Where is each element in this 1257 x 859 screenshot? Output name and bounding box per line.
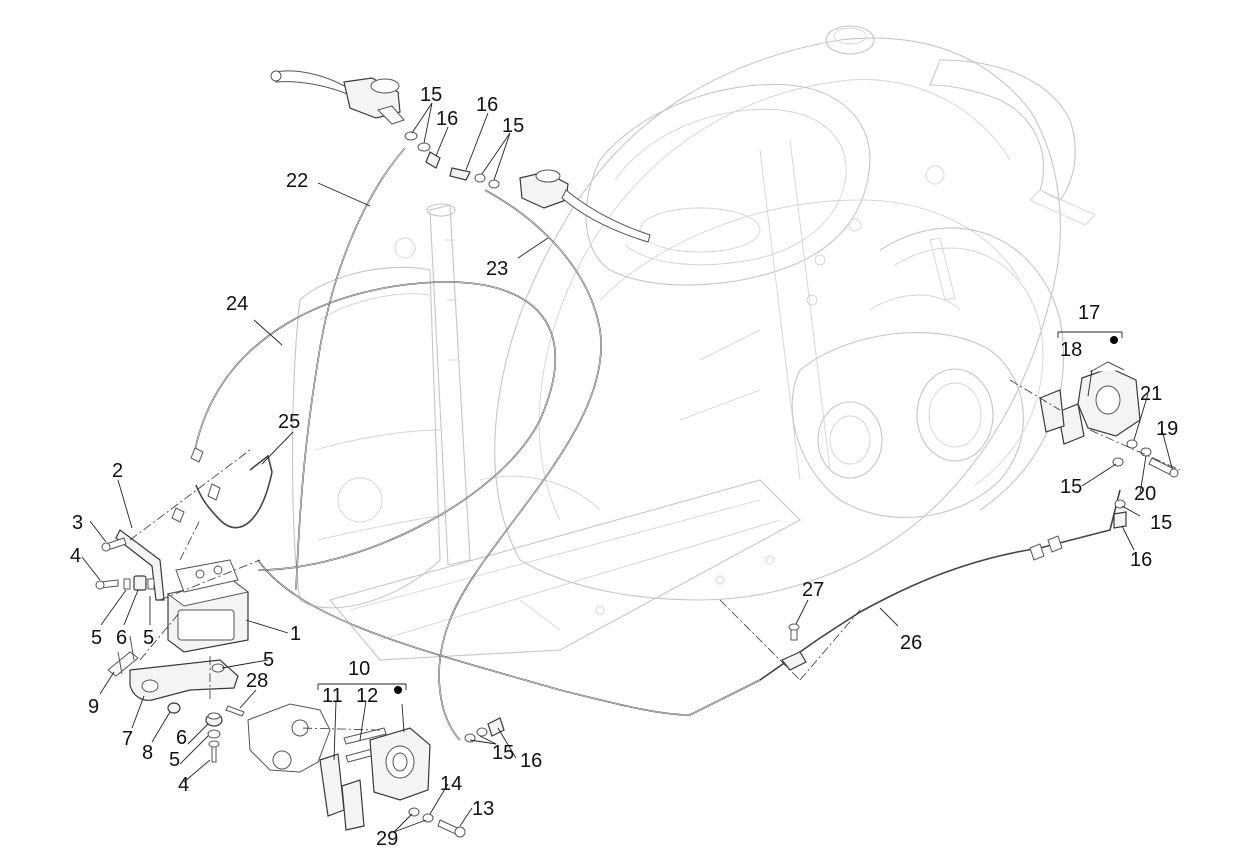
brake-pads-11 xyxy=(319,753,365,831)
callout-19: 19 xyxy=(1156,418,1178,440)
callout-5: 5 xyxy=(263,649,274,671)
callout-5: 5 xyxy=(91,627,102,649)
callout-4: 4 xyxy=(70,545,81,567)
hose-22 xyxy=(295,147,406,591)
group-bracket-10 xyxy=(317,683,407,694)
callout-15: 15 xyxy=(492,742,514,764)
bolt-4-top xyxy=(95,579,119,590)
callout-5: 5 xyxy=(143,627,154,649)
callout-25: 25 xyxy=(278,411,300,433)
mounting-bracket-2 xyxy=(115,529,165,601)
callout-1: 1 xyxy=(290,623,301,645)
callout-20: 20 xyxy=(1134,483,1156,505)
callout-29: 29 xyxy=(376,828,398,850)
callout-28: 28 xyxy=(246,670,268,692)
callout-16: 16 xyxy=(520,750,542,772)
callout-22: 22 xyxy=(286,170,308,192)
group-bracket-17 xyxy=(1057,331,1123,344)
spacer-5-6 xyxy=(123,575,155,591)
callout-17: 17 xyxy=(1078,302,1100,324)
callout-16: 16 xyxy=(1130,549,1152,571)
callout-5: 5 xyxy=(169,749,180,771)
washers-top-right xyxy=(449,167,500,189)
front-caliper-mount xyxy=(247,703,331,773)
rear-brake-lever-assembly xyxy=(519,169,651,243)
callout-15: 15 xyxy=(1150,512,1172,534)
callout-4: 4 xyxy=(178,774,189,796)
callout-12: 12 xyxy=(356,685,378,707)
callout-18: 18 xyxy=(1060,339,1082,361)
washers-29-14-bolt-13 xyxy=(408,807,466,838)
callout-13: 13 xyxy=(472,798,494,820)
callout-2: 2 xyxy=(112,460,123,482)
callout-16: 16 xyxy=(436,108,458,130)
callout-8: 8 xyxy=(142,742,153,764)
callout-23: 23 xyxy=(486,258,508,280)
callout-14: 14 xyxy=(440,773,462,795)
hose-25 xyxy=(195,454,273,529)
callout-15: 15 xyxy=(420,84,442,106)
abs-hydraulic-unit xyxy=(166,559,250,653)
hose-clamp-26 xyxy=(781,651,807,671)
hose-24 xyxy=(194,281,557,571)
washers-top-left xyxy=(404,131,441,169)
callout-11: 11 xyxy=(322,685,343,707)
callout-6: 6 xyxy=(176,727,187,749)
rear-brake-pads-18 xyxy=(1039,389,1085,445)
callout-24: 24 xyxy=(226,293,248,315)
scooter-frame-ghost xyxy=(291,25,1096,661)
callout-10: 10 xyxy=(348,658,370,680)
callout-15: 15 xyxy=(1060,476,1082,498)
rear-banjo-15-16 xyxy=(1112,457,1127,529)
callout-27: 27 xyxy=(802,579,824,601)
bolt-4-bottom xyxy=(208,740,220,763)
grommet-6 xyxy=(205,712,223,727)
bolt-28 xyxy=(225,705,245,717)
lower-bracket-7 xyxy=(129,659,239,701)
callout-9: 9 xyxy=(88,696,99,718)
callout-labels: 15 16 16 15 22 23 24 25 2 3 4 5 6 5 1 5 … xyxy=(70,84,1178,850)
callout-7: 7 xyxy=(122,728,133,750)
callout-6: 6 xyxy=(116,627,127,649)
front-caliper-body xyxy=(369,727,431,801)
front-brake-lever-assembly xyxy=(270,70,405,125)
washer-5-bottom xyxy=(207,729,221,739)
callout-15: 15 xyxy=(502,115,524,137)
nut-8 xyxy=(167,702,181,714)
reference-lines xyxy=(129,379,1181,731)
washers-21-20-bolt-19 xyxy=(1126,439,1179,478)
rear-caliper-body xyxy=(1077,361,1141,437)
callout-16: 16 xyxy=(476,94,498,116)
callout-26: 26 xyxy=(900,632,922,654)
brake-hoses xyxy=(171,147,1121,741)
callout-3: 3 xyxy=(72,512,83,534)
bolt-27 xyxy=(788,623,800,641)
bolt-3 xyxy=(101,537,127,552)
bracket-9 xyxy=(107,635,139,677)
hose-23 xyxy=(438,189,602,741)
callout-21: 21 xyxy=(1140,383,1162,405)
hose-26 xyxy=(257,489,1121,716)
leader-lines xyxy=(81,102,1173,833)
